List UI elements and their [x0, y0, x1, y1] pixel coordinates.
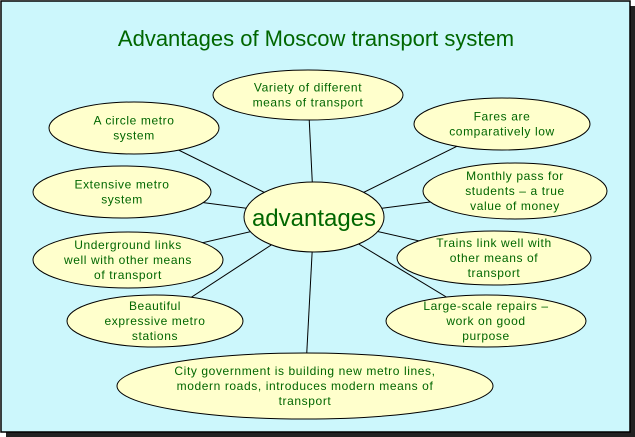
node-label-line: other means of: [450, 251, 539, 265]
node-ellipse: [48, 101, 220, 155]
node-label-line: students – a true: [465, 184, 565, 198]
node-city-government: City government is building new metro li…: [116, 352, 494, 420]
node-label-line: work on good: [445, 314, 525, 328]
node-ellipse: [32, 165, 212, 219]
node-label-line: system: [101, 193, 143, 207]
node-ellipse: [422, 162, 608, 220]
node-ellipse: [116, 352, 494, 420]
diagram-title: Advantages of Moscow transport system: [118, 26, 514, 51]
node-label-line: City government is building new metro li…: [174, 364, 435, 378]
center-node: advantages: [243, 181, 385, 253]
node-label-line: expressive metro: [105, 314, 206, 328]
node-label-line: modern roads, introduces modern means of: [177, 379, 434, 393]
node-ellipse: [212, 69, 404, 121]
node-label-line: Large-scale repairs –: [423, 299, 548, 313]
node-label-line: comparatively low: [449, 125, 555, 139]
node-label-line: Monthly pass for: [466, 169, 564, 183]
node-label-line: transport: [468, 266, 521, 280]
node-ellipse: [385, 294, 587, 348]
node-label-line: transport: [279, 394, 332, 408]
node-ellipse: [413, 97, 591, 151]
node-label-line: well with other means: [63, 253, 192, 267]
node-label-line: Trains link well with: [436, 236, 552, 250]
node-label-line: Beautiful: [129, 299, 181, 313]
node-label-line: system: [113, 129, 155, 143]
node-label-line: means of transport: [253, 96, 364, 110]
node-ellipse: [66, 294, 244, 348]
node-label-line: A circle metro: [93, 114, 174, 128]
node-ellipse: [396, 230, 592, 286]
node-ellipse: [32, 231, 224, 289]
node-label-line: purpose: [462, 329, 510, 343]
node-label-line: value of money: [470, 199, 560, 213]
node-label-line: Extensive metro: [74, 178, 169, 192]
node-label-line: Fares are: [474, 110, 531, 124]
node-label-line: stations: [132, 329, 178, 343]
node-label-line: Underground links: [74, 238, 182, 252]
node-label-line: Variety of different: [254, 81, 362, 95]
center-label: advantages: [252, 205, 376, 232]
node-label-line: of transport: [94, 268, 162, 282]
